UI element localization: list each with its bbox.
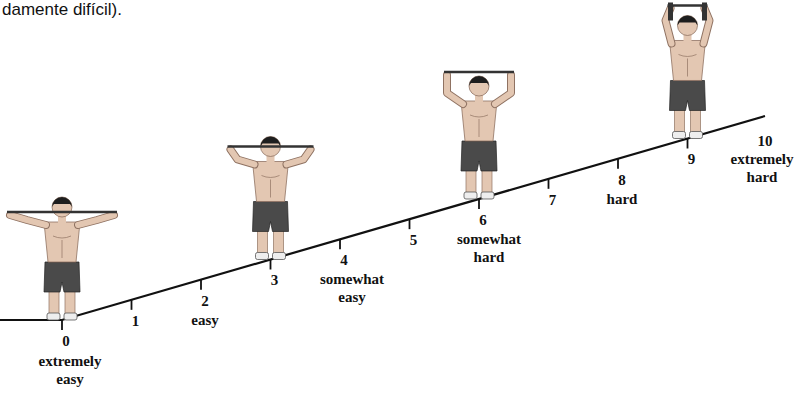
scale-number: 9 [688,150,696,168]
scale-descriptor: somewhat hard [449,230,529,266]
caption-fragment: damente difícil). [2,0,122,20]
scale-descriptor: easy [175,311,235,329]
scale-descriptor: extremely easy [30,352,110,388]
tick-mark [339,239,341,249]
exercising-figure [444,72,514,199]
scale-number: 10 [758,132,773,150]
scale-number: 4 [340,251,348,269]
scale-number: 1 [132,312,140,330]
tick-mark [478,199,480,209]
scale-descriptor: hard [592,190,652,208]
tick-mark [548,179,550,189]
scale-number: 2 [201,292,209,310]
scale-number: 6 [479,211,487,229]
tick-mark [687,138,689,148]
tick-mark [409,219,411,229]
scale-number: 5 [410,231,418,249]
scale-number: 0 [62,332,70,350]
scale-descriptor: extremely hard [724,150,800,186]
exercising-figure [666,2,710,138]
tick-mark [270,259,272,269]
scale-number: 7 [549,191,557,209]
scale-descriptor: somewhat easy [312,270,392,306]
scale-line [0,116,765,320]
tick-mark [131,300,133,310]
exercising-figure [228,136,314,259]
tick-mark [200,280,202,290]
exercising-figure [7,197,117,320]
tick-mark [61,320,63,330]
tick-mark [617,159,619,169]
scale-number: 3 [271,271,279,289]
scale-number: 8 [618,171,626,189]
